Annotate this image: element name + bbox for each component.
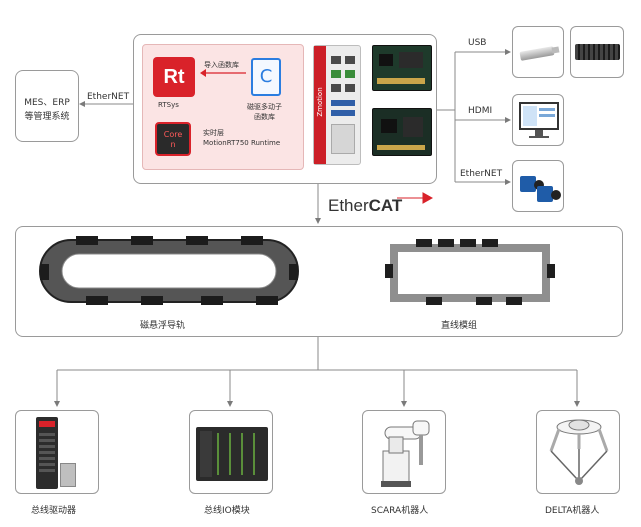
ethercat-ether: Ether bbox=[328, 196, 369, 215]
maglev-label: 磁悬浮导轨 bbox=[140, 321, 186, 331]
mes-label-line1: MES、ERP bbox=[24, 98, 70, 108]
runtime-label-line1: 实时层 bbox=[203, 129, 224, 137]
library-label-line2: 函数库 bbox=[254, 113, 275, 121]
ethernet-right-label: EtherNET bbox=[460, 169, 503, 179]
device-card-delta bbox=[536, 410, 620, 494]
import-label: 导入函数库 bbox=[204, 61, 239, 69]
pcie-card-top bbox=[372, 45, 432, 91]
controller-hardware: Zmotion bbox=[313, 45, 361, 165]
delta-robot-icon bbox=[549, 419, 609, 485]
monitor-box bbox=[512, 94, 564, 146]
camera-icon bbox=[520, 176, 536, 192]
pcie-card-bottom bbox=[372, 108, 432, 156]
linear-module-label: 直线模组 bbox=[441, 321, 478, 331]
camera-box bbox=[512, 160, 564, 212]
controller-brand: Zmotion bbox=[316, 87, 324, 117]
scara-robot-icon bbox=[381, 420, 430, 487]
device-label-scara: SCARA机器人 bbox=[371, 506, 429, 516]
device-card-io bbox=[189, 410, 273, 494]
keyboard-box bbox=[570, 26, 624, 78]
hdmi-label: HDMI bbox=[468, 106, 493, 116]
usb-drive-box bbox=[512, 26, 564, 78]
device-label-io: 总线IO模块 bbox=[204, 506, 250, 516]
rtsys-logo-text: Rt bbox=[163, 66, 185, 88]
monitor-icon bbox=[519, 102, 559, 130]
rtsys-logo: Rt bbox=[153, 57, 195, 97]
runtime-label-line2: MotionRT750 Runtime bbox=[203, 139, 281, 147]
core-logo-line2: n bbox=[170, 140, 176, 149]
io-module-icon bbox=[196, 427, 268, 481]
ethercat-logo: EtherCAT bbox=[328, 196, 402, 216]
device-card-scara bbox=[362, 410, 446, 494]
ethercat-cat: CAT bbox=[368, 196, 403, 215]
servo-drive-icon bbox=[36, 417, 58, 489]
usb-drive-icon bbox=[519, 46, 555, 61]
mes-erp-box: MES、ERP 等管理系统 bbox=[15, 70, 79, 142]
usb-label: USB bbox=[468, 38, 487, 48]
ethernet-left-label: EtherNET bbox=[87, 92, 130, 102]
library-label-line1: 磁驱多动子 bbox=[247, 103, 282, 111]
keyboard-icon bbox=[575, 44, 620, 60]
linear-module-image bbox=[385, 239, 555, 305]
c-library-letter: C bbox=[259, 66, 273, 87]
mes-label-line2: 等管理系统 bbox=[24, 112, 70, 122]
core-logo-line1: Core bbox=[163, 130, 183, 139]
maglev-track-image bbox=[39, 236, 299, 305]
c-library-icon: C bbox=[251, 58, 281, 96]
rtsys-label: RTSys bbox=[158, 101, 179, 109]
device-label-drive: 总线驱动器 bbox=[31, 506, 77, 516]
ethercat-arrow bbox=[397, 192, 433, 204]
device-label-delta: DELTA机器人 bbox=[545, 506, 600, 516]
device-card-drive bbox=[15, 410, 99, 494]
core-logo: Core n bbox=[155, 122, 191, 156]
import-arrow bbox=[200, 69, 246, 77]
